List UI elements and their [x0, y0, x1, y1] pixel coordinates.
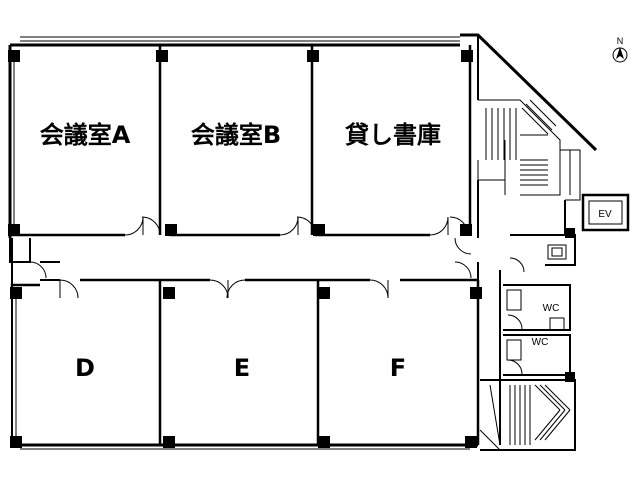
column [165, 224, 177, 236]
storage-label: 貸し書庫 [345, 121, 441, 149]
column [8, 224, 20, 236]
room-a-label: 会議室A [40, 121, 131, 149]
room-b-label: 会議室B [191, 121, 281, 149]
column [460, 224, 472, 236]
column [163, 287, 175, 299]
wc-lower-label: WC [532, 337, 549, 348]
core-walls [477, 35, 566, 280]
column [565, 228, 575, 238]
column [8, 50, 20, 62]
column [313, 224, 325, 236]
elevator-label: EV [598, 209, 612, 220]
column [470, 287, 482, 299]
outer-wall [8, 33, 598, 447]
wc-upper-label: WC [543, 303, 560, 314]
column [10, 436, 22, 448]
room-e-label: E [234, 354, 250, 382]
upper-stairs [477, 99, 581, 201]
north-label: N [617, 36, 624, 46]
column [156, 50, 168, 62]
column [318, 436, 330, 448]
column [465, 436, 477, 448]
column [163, 436, 175, 448]
top-windows [13, 36, 470, 450]
column [461, 50, 473, 62]
room-f-label: F [390, 354, 406, 382]
lower-stairs [479, 379, 576, 451]
column [307, 50, 319, 62]
upper-rooms-walls [10, 45, 472, 237]
doors [29, 216, 472, 299]
column [565, 372, 575, 382]
elevator-shaft [581, 193, 630, 232]
toilet-block [499, 234, 576, 445]
column [318, 287, 330, 299]
room-d-label: D [75, 354, 95, 382]
lower-rooms-walls [10, 278, 480, 445]
column [10, 287, 22, 299]
north-compass-icon: N [612, 36, 628, 63]
columns [8, 50, 575, 448]
corridor-walls [9, 238, 60, 281]
